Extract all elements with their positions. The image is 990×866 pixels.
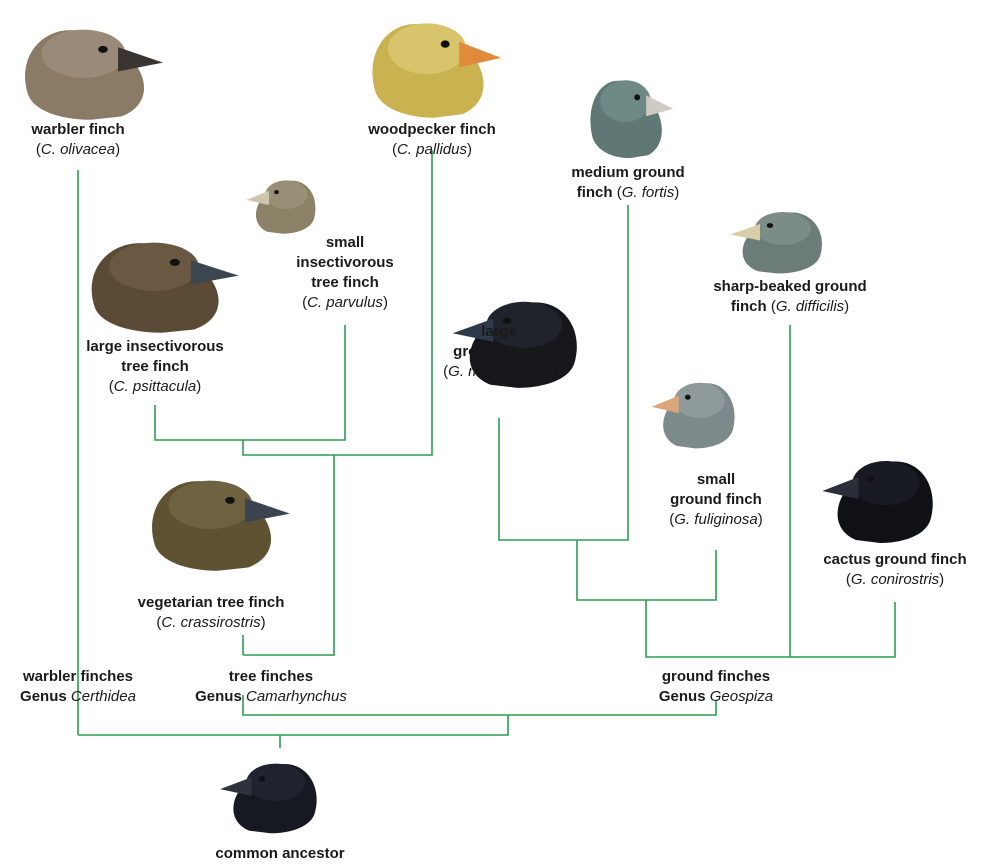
species-name: finch	[577, 184, 613, 201]
species-name: sharp-beaked ground	[713, 278, 866, 295]
species-label-warbler: warbler finch(C. olivacea)	[31, 120, 124, 160]
scientific-name: G. conirostris	[851, 571, 939, 588]
species-name: tree finch	[121, 358, 189, 375]
woodpecker-finch-icon	[364, 5, 504, 120]
genus-name: Geospiza	[710, 688, 773, 705]
small-insectivorous-tree-finch-icon	[245, 170, 320, 235]
species-name: woodpecker finch	[368, 121, 496, 138]
species-name: vegetarian tree finch	[138, 594, 285, 611]
tree-branch	[577, 540, 716, 600]
genus-prefix: Genus	[195, 688, 242, 705]
genus-name: Camarhynchus	[246, 688, 347, 705]
species-name: small	[697, 471, 735, 488]
common-ancestor-icon	[218, 750, 323, 835]
tree-branch	[790, 602, 895, 657]
tree-branch	[78, 715, 508, 735]
small-ground-finch-icon	[650, 370, 740, 450]
genus-name: Certhidea	[71, 688, 136, 705]
genus-common-name: warbler finches	[23, 668, 133, 685]
medium-ground-finch-icon	[585, 65, 675, 160]
species-label-vegetarian: vegetarian tree finch(C. crassirostris)	[138, 593, 285, 633]
tree-branch	[243, 440, 334, 455]
species-name: small	[326, 234, 364, 251]
species-label-ancestor: common ancestor	[215, 844, 344, 864]
sharp-beaked-ground-finch-icon	[728, 200, 828, 275]
species-name: large	[481, 323, 517, 340]
species-name: common ancestor	[215, 845, 344, 862]
scientific-name: C. parvulus	[307, 294, 383, 311]
warbler-finch-icon	[16, 12, 166, 122]
scientific-name: C. psittacula	[114, 378, 197, 395]
scientific-name: C. pallidus	[397, 141, 467, 158]
cactus-ground-finch-icon	[820, 445, 940, 545]
scientific-name: G. fortis	[622, 184, 675, 201]
genus-common-name: tree finches	[229, 668, 313, 685]
species-name: ground finch	[670, 491, 762, 508]
species-name: insectivorous	[296, 254, 394, 271]
genus-prefix: Genus	[659, 688, 706, 705]
species-name: tree finch	[311, 274, 379, 291]
species-name: warbler finch	[31, 121, 124, 138]
large-insectivorous-tree-finch-icon	[82, 225, 242, 335]
genus-common-name: ground finches	[662, 668, 770, 685]
species-name: cactus ground finch	[823, 551, 966, 568]
scientific-name: C. crassirostris	[161, 614, 260, 631]
scientific-name: C. olivacea	[41, 141, 115, 158]
vegetarian-tree-finch-icon	[143, 463, 293, 573]
species-name: ground finch	[453, 343, 545, 360]
species-name: finch	[731, 298, 767, 315]
scientific-name: G. fuliginosa	[674, 511, 757, 528]
species-label-woodpecker: woodpecker finch(C. pallidus)	[368, 120, 496, 160]
genus-prefix: Genus	[20, 688, 67, 705]
species-name: medium ground	[571, 164, 684, 181]
scientific-name: G. magnirostris	[448, 363, 550, 380]
scientific-name: G. difficilis	[776, 298, 844, 315]
species-name: large insectivorous	[86, 338, 224, 355]
species-label-cactus: cactus ground finch(G. conirostris)	[823, 550, 966, 590]
